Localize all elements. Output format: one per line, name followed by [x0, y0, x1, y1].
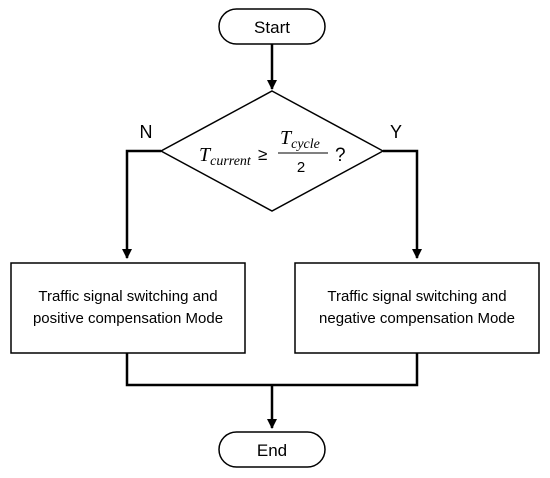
negative-compensation-line-2: negative compensation Mode	[319, 310, 515, 327]
fraction-denominator: 2	[297, 159, 305, 176]
current-time-subscript: current	[210, 154, 252, 169]
current-time-symbol: T	[199, 144, 212, 166]
end-terminator	[218, 431, 326, 468]
no-branch-connector	[122, 149, 161, 259]
yes-branch-connector	[383, 149, 422, 259]
positive-compensation-line-1: Traffic signal switching and	[38, 288, 218, 305]
negative-compensation-text: Traffic signal switching and negative co…	[295, 263, 539, 353]
negative-compensation-box	[294, 262, 540, 354]
positive-compensation-text-block: Traffic signal switching and positive co…	[33, 286, 223, 330]
end-label: End	[257, 441, 287, 460]
greater-equal-sign: ≥	[258, 145, 267, 164]
current-time-variable: Tcurrent	[199, 144, 252, 169]
yes-branch-label: Y	[390, 122, 402, 142]
positive-compensation-box	[10, 262, 246, 354]
start-label: Start	[254, 18, 290, 37]
positive-compensation-line-2: positive compensation Mode	[32, 310, 224, 327]
negative-compensation-text-block: Traffic signal switching and negative co…	[319, 286, 515, 330]
negative-compensation-line-1: Traffic signal switching and	[327, 288, 507, 305]
cycle-time-variable: Tcycle	[280, 127, 320, 152]
merge-connector	[125, 353, 419, 387]
positive-compensation-text: Traffic signal switching and positive co…	[11, 263, 245, 353]
no-branch-label: N	[140, 122, 153, 142]
question-mark: ?	[335, 145, 346, 166]
decision-diamond	[159, 90, 385, 212]
cycle-time-subscript: cycle	[291, 137, 320, 152]
cycle-time-symbol: T	[280, 127, 293, 149]
